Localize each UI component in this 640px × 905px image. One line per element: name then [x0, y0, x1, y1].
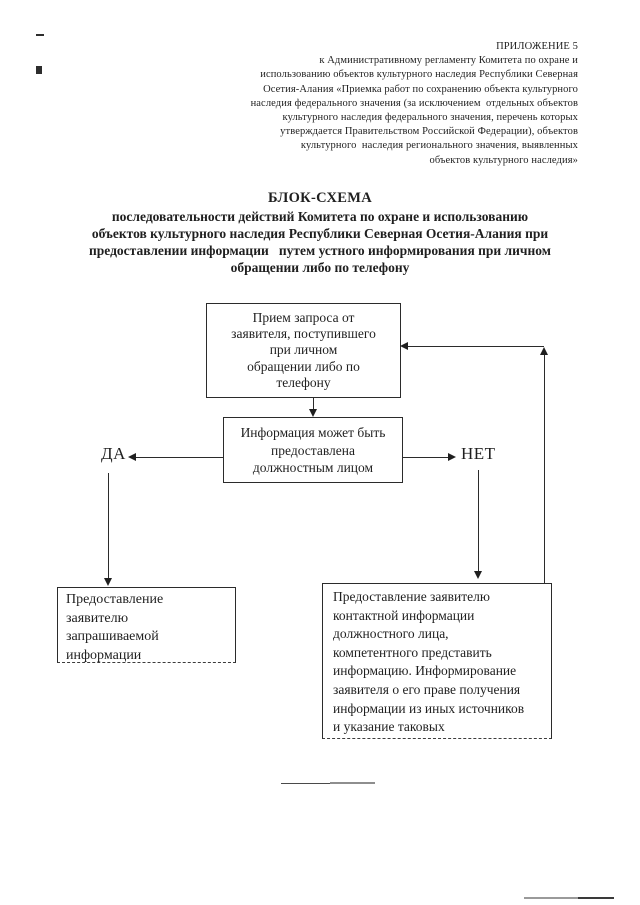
- text-line: информацию. Информирование: [333, 663, 517, 679]
- branch-label-yes: ДА: [101, 444, 126, 463]
- text-line: и указание таковых: [333, 719, 445, 735]
- title-subtitle: последовательности действий Комитета по …: [52, 208, 588, 276]
- connector-no-down-line: [478, 470, 479, 573]
- bottom-scan-line-dark-part: [578, 897, 614, 899]
- text-line: Предоставление заявителю: [333, 589, 490, 604]
- feedback-loop-horizontal-line: [408, 346, 544, 347]
- flowchart-box-decision: Информация может быть предоставлена должно…: [223, 417, 403, 483]
- text-line: наследия федерального значения (за исклю…: [250, 97, 578, 109]
- arrowhead-right-to-no-label-icon: [448, 453, 456, 461]
- arrowhead-left-into-intake-icon: [400, 342, 408, 350]
- appendix-reference-text: к Административному регламенту Комитета …: [158, 54, 578, 168]
- text-line: при личном: [269, 342, 338, 358]
- document-title-block: БЛОК-СХЕМА последовательности действий К…: [52, 190, 588, 276]
- text-line: должностным лицом: [252, 460, 374, 475]
- text-line: контактной информации: [333, 607, 475, 623]
- text-line: компетентного представить: [333, 644, 492, 660]
- text-line: объектов культурного наследия Республики…: [91, 226, 549, 241]
- text-line: утверждается Правительством Российской Ф…: [280, 126, 578, 138]
- arrowhead-up-feedback-icon: [540, 347, 548, 355]
- text-line: заявителя о его праве получения: [333, 681, 521, 697]
- text-line: предоставлена: [271, 442, 355, 458]
- connector-decision-to-yes-line: [136, 457, 223, 458]
- arrowhead-down-into-decision-icon: [309, 409, 317, 417]
- text-line: последовательности действий Комитета по …: [111, 209, 529, 224]
- text-line: обращении либо по телефону: [230, 260, 410, 275]
- appendix-header: ПРИЛОЖЕНИЕ 5 к Административному регламе…: [158, 40, 578, 168]
- connector-decision-to-no-line: [402, 457, 449, 458]
- text-line: Информация может быть: [240, 425, 386, 440]
- connector-yes-down-line: [108, 473, 109, 579]
- appendix-label: ПРИЛОЖЕНИЕ 5: [496, 41, 578, 52]
- text-line: к Административному регламенту Комитета …: [319, 55, 578, 67]
- text-line: Прием запроса от: [252, 310, 355, 325]
- scan-artifact-blob: [36, 66, 42, 74]
- text-line: Осетия-Алания «Приемка работ по сохранен…: [263, 83, 578, 95]
- text-line: запрашиваемой: [66, 629, 159, 644]
- text-line: культурного наследия регионального значе…: [300, 140, 578, 152]
- bottom-scan-line: [524, 897, 614, 899]
- flowchart-box-no-outcome: Предоставление заявителю контактной инфор…: [322, 583, 552, 739]
- footnote-rule: [281, 783, 375, 784]
- text-line: обращении либо по: [247, 358, 360, 374]
- text-line: информации: [66, 647, 142, 663]
- text-line: телефону: [276, 374, 331, 390]
- text-line: объектов культурного наследия»: [429, 154, 578, 166]
- arrowhead-left-to-yes-label-icon: [128, 453, 136, 461]
- arrowhead-down-into-yes-box-icon: [104, 578, 112, 586]
- footnote-rule-gray-part: [330, 782, 375, 784]
- text-line: культурного наследия федерального значен…: [282, 112, 578, 124]
- text-line: использованию объектов культурного насле…: [260, 69, 578, 81]
- text-line: заявителя, поступившего: [231, 326, 376, 342]
- text-line: информации из иных источников: [333, 700, 525, 716]
- feedback-loop-vertical-line: [544, 355, 545, 583]
- branch-label-no: НЕТ: [461, 444, 496, 463]
- title-heading: БЛОК-СХЕМА: [267, 190, 373, 206]
- text-line: предоставлении информации путем устного …: [89, 243, 551, 258]
- arrowhead-down-into-no-box-icon: [474, 571, 482, 579]
- connector-intake-to-decision-line: [313, 398, 314, 411]
- flowchart-box-yes-outcome: Предоставление заявителю запрашиваемой инфо…: [57, 587, 236, 663]
- text-line: заявителю: [66, 610, 129, 626]
- scan-artifact-dash: [36, 34, 44, 36]
- text-line: должностного лица,: [333, 626, 449, 642]
- text-line: Предоставление: [66, 592, 164, 607]
